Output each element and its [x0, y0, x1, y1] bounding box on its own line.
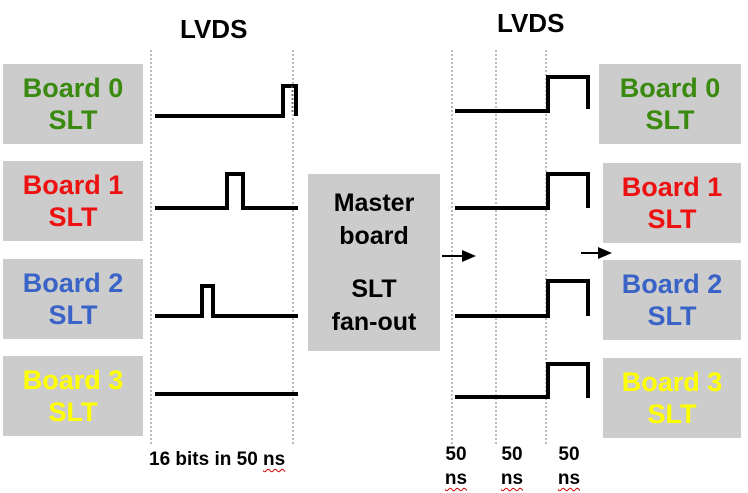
- left-board-1-label: Board 1: [22, 170, 124, 200]
- master-line-2: board: [339, 221, 409, 250]
- right-caption-3: 50 ns: [549, 443, 589, 491]
- right-caption-1-unit: ns: [444, 468, 468, 489]
- master-line-4: fan-out: [331, 307, 417, 336]
- right-caption-3-unit: ns: [557, 468, 581, 489]
- right-board-0-box: Board 0 SLT: [599, 64, 741, 144]
- arrow-in: [442, 250, 476, 262]
- right-board-1-label: Board 1: [621, 172, 723, 202]
- right-wave-board-3: [455, 362, 590, 399]
- left-wave-board-1: [155, 172, 298, 210]
- left-board-2-slt: SLT: [48, 300, 98, 330]
- left-board-0-box: Board 0 SLT: [3, 64, 143, 144]
- right-board-0-label: Board 0: [619, 73, 721, 103]
- left-board-3-box: Board 3 SLT: [3, 356, 143, 436]
- right-board-2-slt: SLT: [647, 301, 697, 331]
- right-caption-3-value: 50: [558, 444, 580, 465]
- master-line-1: Master: [333, 188, 415, 217]
- right-caption-1-value: 50: [445, 444, 467, 465]
- right-board-1-box: Board 1 SLT: [603, 163, 741, 243]
- right-lvds-title: LVDS: [497, 8, 565, 38]
- right-wave-board-2: [455, 279, 590, 318]
- right-board-3-label: Board 3: [621, 367, 723, 397]
- right-wave-board-1: [455, 172, 590, 210]
- left-board-2-label: Board 2: [22, 268, 124, 298]
- left-wave-board-2: [155, 284, 298, 318]
- right-board-0-slt: SLT: [645, 105, 695, 135]
- right-board-1-slt: SLT: [647, 204, 697, 234]
- right-board-2-label: Board 2: [621, 269, 723, 299]
- right-caption-2-unit: ns: [500, 468, 524, 489]
- right-wave-board-0: [455, 75, 590, 113]
- right-board-3-box: Board 3 SLT: [603, 358, 741, 438]
- left-board-1-slt: SLT: [48, 202, 98, 232]
- right-caption-2: 50 ns: [492, 443, 532, 491]
- left-board-2-box: Board 2 SLT: [3, 259, 143, 339]
- left-wave-board-0: [155, 84, 298, 118]
- right-board-3-slt: SLT: [647, 399, 697, 429]
- left-board-0-slt: SLT: [48, 105, 98, 135]
- right-caption-1: 50 ns: [436, 443, 476, 491]
- left-board-3-slt: SLT: [48, 397, 98, 427]
- right-caption-2-value: 50: [501, 444, 523, 465]
- left-caption: 16 bits in 50 ns: [149, 449, 285, 471]
- left-board-1-box: Board 1 SLT: [3, 161, 143, 241]
- master-line-3: SLT: [351, 274, 397, 303]
- left-board-3-label: Board 3: [22, 365, 124, 395]
- left-lvds-title: LVDS: [180, 14, 248, 44]
- master-board-box: Master board SLT fan-out: [308, 174, 440, 351]
- right-board-2-box: Board 2 SLT: [603, 260, 741, 340]
- left-board-0-label: Board 0: [22, 73, 124, 103]
- left-caption-unit: ns: [263, 449, 286, 470]
- left-caption-text: 16 bits in 50: [149, 449, 264, 470]
- arrow-out: [581, 247, 612, 259]
